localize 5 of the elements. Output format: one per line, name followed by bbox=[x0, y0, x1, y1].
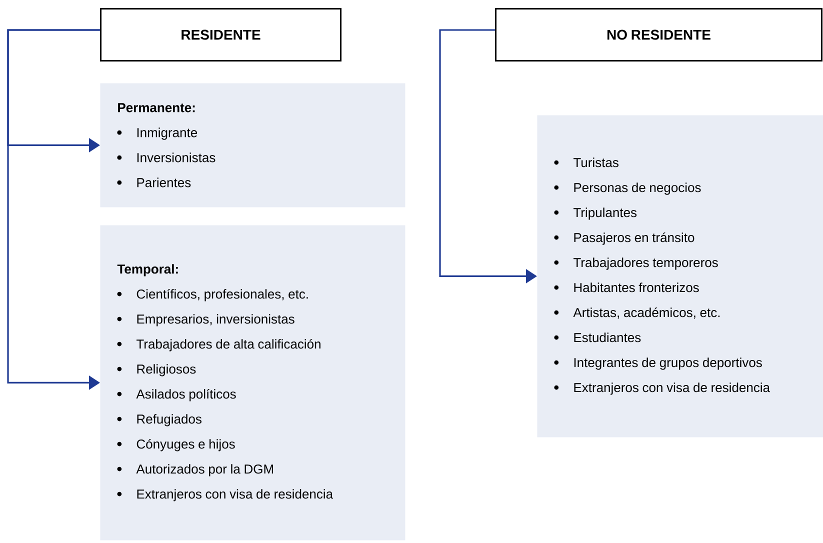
list-panel: Temporal: Científicos, profesionales, etc. Empresarios, inversionistas Trabajadores de alta calificación Religiosos Asilados políticos Refugiados Cónyuges e hijos Autorizados por la DGM Extranjeros con visa de residencia bbox=[100, 225, 406, 540]
category-box: NO RESIDENTE bbox=[495, 8, 822, 62]
category-box: RESIDENTE bbox=[100, 8, 342, 62]
list-panel: Turistas Personas de negocios Tripulantes Pasajeros en tránsito Trabajadores temporeros Habitantes fronterizos Artistas, académicos, etc. Estudiantes Integrantes de grupos deportivos Extranjeros con visa de residencia bbox=[537, 115, 823, 438]
list-panel: Permanente: Inmigrante Inversionistas Parientes bbox=[100, 83, 406, 208]
